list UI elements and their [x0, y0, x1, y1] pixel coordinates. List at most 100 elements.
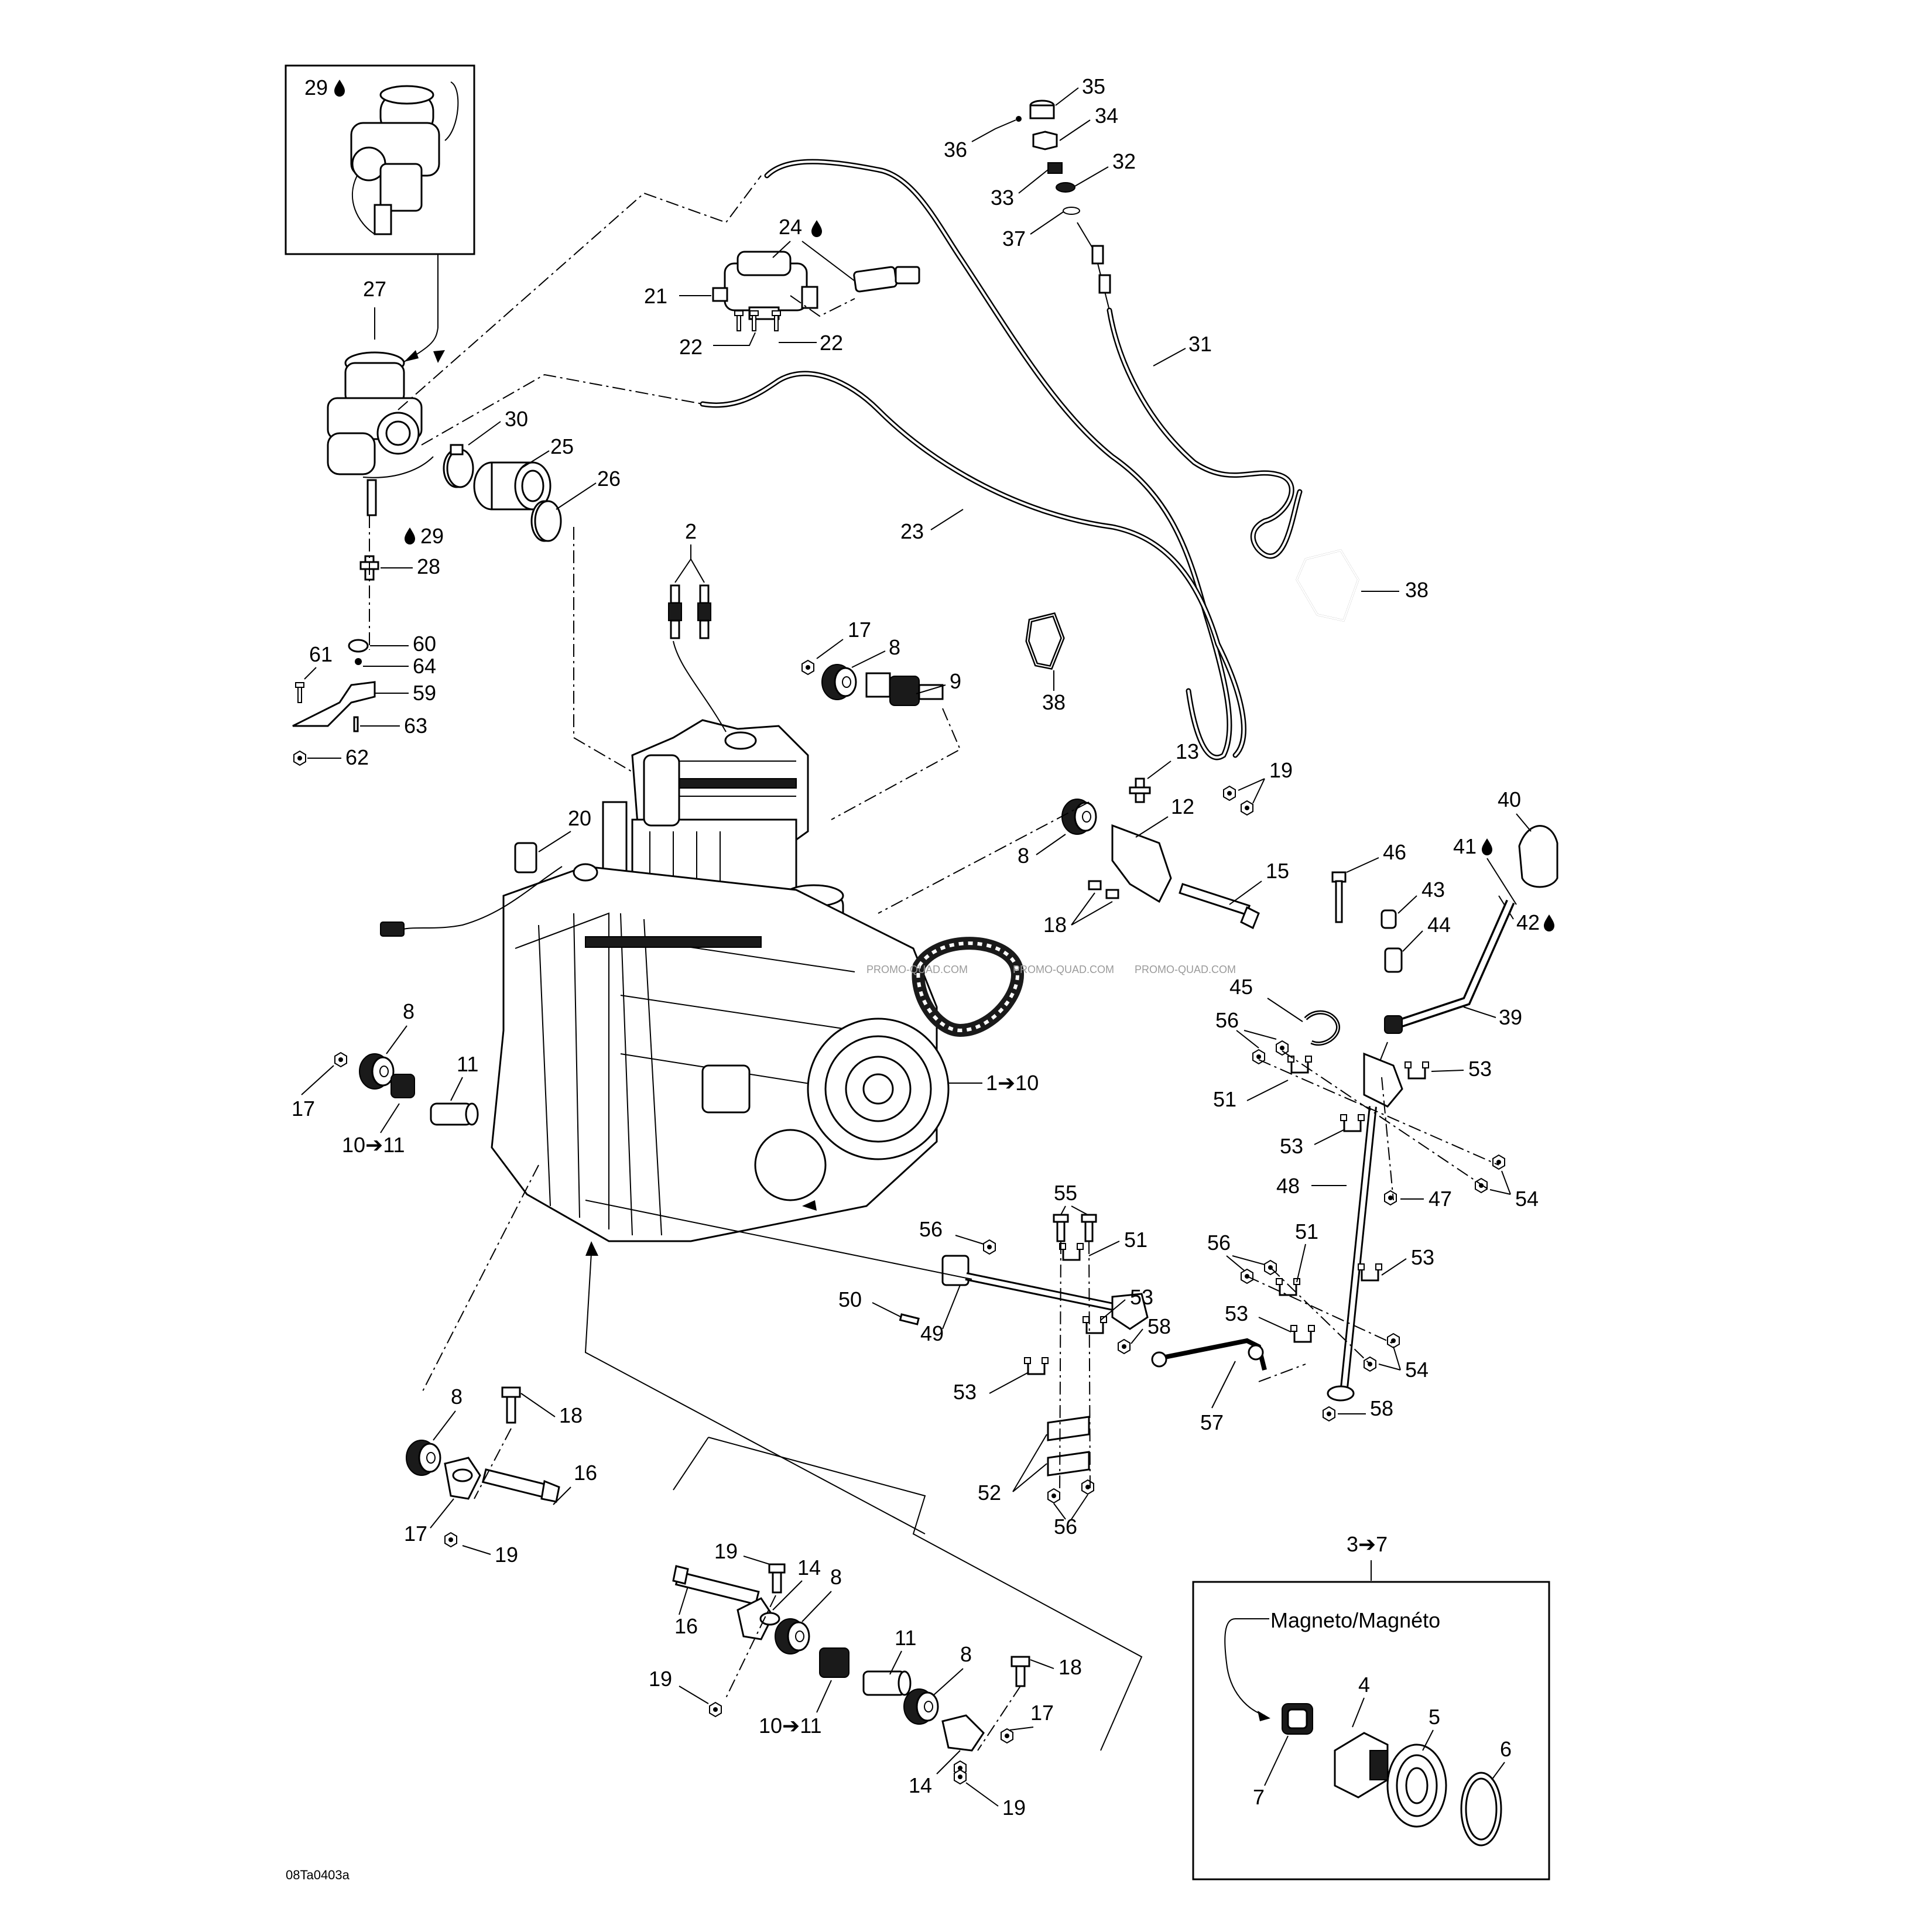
label-11-left: 11: [457, 1052, 478, 1076]
diagram-code: 08Ta0403a: [286, 1868, 350, 1882]
label-8-right: 8: [1018, 844, 1029, 868]
label-8-lower-left: 8: [451, 1385, 463, 1409]
shift-knob-40: [1518, 825, 1558, 888]
label-40: 40: [1498, 787, 1521, 811]
spark-plugs-2: [668, 584, 711, 639]
label-59: 59: [413, 681, 436, 705]
magneto-group-label: 3➔7: [1347, 1532, 1388, 1556]
label-51-lower-right: 51: [1295, 1220, 1318, 1244]
mount-bracket-12: [1061, 777, 1260, 930]
mount-8-lower-left: [405, 1386, 560, 1547]
throttle-cable-connector: [853, 266, 920, 293]
label-55: 55: [1054, 1181, 1077, 1205]
label-39: 39: [1499, 1005, 1522, 1029]
label-50: 50: [838, 1287, 862, 1311]
label-10-11-left: 10➔11: [342, 1133, 405, 1157]
watermark-1: PROMO-QUAD.COM: [866, 964, 968, 975]
choke-plunger: [1029, 100, 1111, 311]
label-56-lower-right: 56: [1207, 1231, 1231, 1255]
label-8-upper: 8: [889, 635, 900, 659]
label-63: 63: [404, 714, 427, 738]
label-29-top: 29: [304, 76, 328, 100]
label-36: 36: [944, 138, 967, 162]
label-22-right: 22: [820, 331, 843, 355]
label-30: 30: [505, 407, 528, 431]
label-18-right: 18: [1043, 913, 1067, 937]
label-13: 13: [1176, 739, 1199, 763]
label-54-lower: 54: [1405, 1358, 1429, 1382]
label-19-right: 19: [1269, 758, 1293, 782]
label-44: 44: [1427, 913, 1451, 937]
label-15: 15: [1266, 859, 1289, 883]
magneto-inset-title: Magneto/Magnéto: [1270, 1608, 1440, 1632]
carburetor-detail-image: [350, 81, 459, 235]
label-53-lower-right-top: 53: [1411, 1245, 1434, 1269]
label-43: 43: [1421, 878, 1445, 902]
label-58-lower: 58: [1147, 1314, 1171, 1338]
watermark-2: PROMO-QUAD.COM: [1013, 964, 1114, 975]
label-5: 5: [1429, 1705, 1440, 1729]
intake-adapter-25: [473, 461, 551, 511]
mount-8-upper: [801, 660, 944, 706]
label-53-lower-left: 53: [953, 1380, 977, 1404]
intake-clamp-26: [530, 500, 562, 542]
bracket-59: [292, 639, 376, 766]
label-54-upper: 54: [1515, 1187, 1539, 1211]
label-32: 32: [1112, 149, 1136, 173]
label-62: 62: [345, 745, 369, 769]
label-11-center: 11: [895, 1626, 916, 1650]
label-21: 21: [644, 284, 667, 308]
label-12: 12: [1171, 794, 1194, 818]
grommet-38-right: [1296, 549, 1359, 622]
label-18-center: 18: [1059, 1655, 1082, 1679]
label-16-lower-left: 16: [574, 1461, 597, 1485]
mount-8-left: [334, 1052, 479, 1126]
label-51-upper: 51: [1213, 1087, 1236, 1111]
label-34: 34: [1095, 104, 1118, 128]
label-29-lower: 29: [420, 524, 444, 548]
watermark-3: PROMO-QUAD.COM: [1135, 964, 1236, 975]
label-2: 2: [685, 519, 697, 543]
label-9: 9: [950, 669, 961, 693]
label-35: 35: [1082, 74, 1105, 98]
label-14-center-top: 14: [797, 1556, 821, 1580]
label-1-10: 1➔10: [986, 1071, 1039, 1095]
mount-assembly-lower-center: [672, 1563, 1030, 1776]
label-33: 33: [991, 186, 1014, 210]
label-46: 46: [1383, 840, 1406, 864]
label-10-11-center: 10➔11: [759, 1714, 822, 1738]
label-53-upper-right: 53: [1468, 1057, 1492, 1081]
label-56-lower-left: 56: [919, 1217, 943, 1241]
label-38-center: 38: [1042, 690, 1066, 714]
shift-lever-39: [1384, 899, 1515, 1034]
label-61: 61: [309, 642, 333, 666]
label-31: 31: [1188, 332, 1212, 356]
label-19-lower-left: 19: [495, 1543, 518, 1567]
label-19-center-top: 19: [714, 1539, 738, 1563]
grommet-38-center: [1025, 612, 1065, 670]
label-48: 48: [1276, 1174, 1300, 1198]
label-19-center-bottom: 19: [1002, 1796, 1026, 1820]
label-56-upper: 56: [1215, 1008, 1239, 1032]
label-58-right: 58: [1370, 1396, 1393, 1420]
label-8-center-right: 8: [960, 1642, 972, 1666]
clamp-cluster-lower-right: [1241, 1260, 1400, 1372]
label-8-center-top: 8: [830, 1565, 842, 1589]
label-56-lower-bottom: 56: [1054, 1515, 1077, 1539]
label-17-center: 17: [1030, 1701, 1054, 1725]
label-6: 6: [1500, 1737, 1512, 1761]
label-49: 49: [920, 1321, 944, 1345]
magneto-parts: [1282, 1703, 1502, 1847]
shift-shaft-49: [899, 1239, 1149, 1330]
label-17-lower-left: 17: [404, 1522, 427, 1546]
screws-22: [734, 310, 781, 331]
link-rod-57: [1151, 1338, 1267, 1371]
carburetor-detail-box: [285, 64, 475, 255]
label-42: 42: [1516, 910, 1540, 934]
label-8-left: 8: [403, 999, 415, 1023]
label-41: 41: [1453, 834, 1477, 858]
shift-rod-48: [1323, 1052, 1403, 1421]
label-45: 45: [1229, 975, 1253, 999]
label-37: 37: [1002, 227, 1026, 251]
